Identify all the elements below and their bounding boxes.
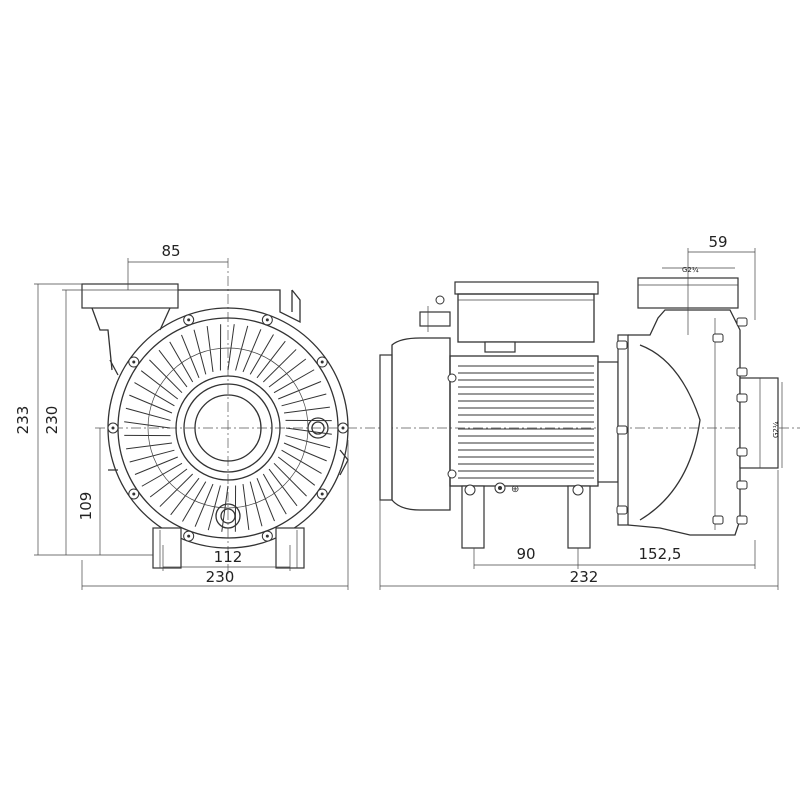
dim-112: 112 — [214, 548, 243, 566]
dim-59: 59 — [708, 233, 727, 251]
motor-cooling-fins — [458, 365, 594, 479]
housing-bolts — [107, 314, 349, 542]
dim-90: 90 — [516, 545, 535, 563]
cooling-fins — [124, 324, 332, 532]
dim-230-horizontal: 230 — [206, 568, 235, 586]
dim-230-vertical: 230 — [43, 406, 61, 435]
front-view: 85 233 230 109 112 230 — [14, 242, 800, 590]
dim-233: 233 — [14, 406, 32, 435]
svg-text:⊕: ⊕ — [511, 484, 519, 495]
dim-109: 109 — [77, 492, 95, 521]
dim-152-5: 152,5 — [639, 545, 682, 563]
dim-232: 232 — [570, 568, 599, 586]
side-view: ⊕ 59 G2¼ G2¼ 90 152,5 232 — [379, 233, 783, 590]
dim-85: 85 — [161, 242, 180, 260]
thread-label-inlet: G2¼ — [682, 266, 699, 274]
side-housing-bolts — [616, 317, 748, 525]
thread-label-outlet: G2¼ — [772, 421, 780, 438]
